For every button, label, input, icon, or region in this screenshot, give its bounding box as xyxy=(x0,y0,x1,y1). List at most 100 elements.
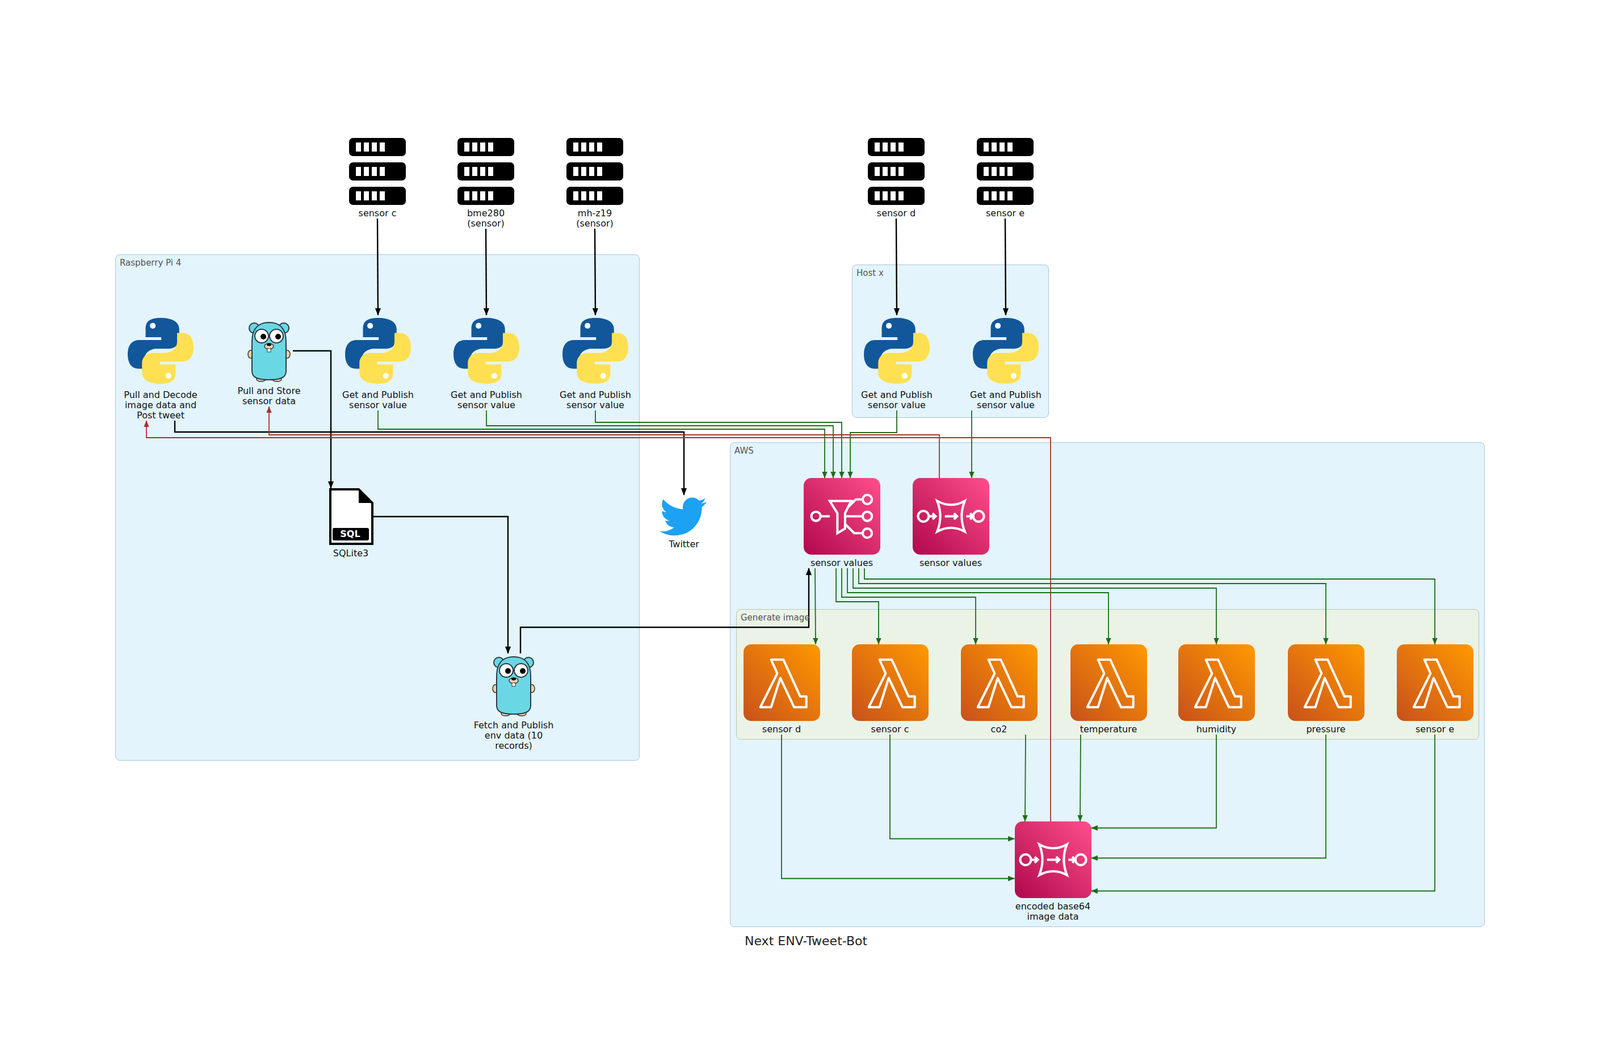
lambda-icon xyxy=(1178,644,1255,721)
connector xyxy=(486,410,834,478)
node-label: sensor e xyxy=(971,208,1040,219)
connector xyxy=(146,420,1051,822)
icon-node: co2 xyxy=(955,644,1043,735)
icon-node: Get and Publish sensor value xyxy=(965,315,1047,411)
cluster-label: AWS xyxy=(730,442,758,459)
cluster-box: Host x Get and Publish sensor value Get an… xyxy=(851,264,1049,418)
connector xyxy=(853,568,1217,645)
cluster-label: Raspberry Pi 4 xyxy=(115,254,186,271)
icon-node: sensor d xyxy=(861,137,931,219)
node-label: SQLite3 xyxy=(316,548,385,559)
connector xyxy=(864,568,1435,645)
connector xyxy=(850,410,897,478)
connector xyxy=(1091,734,1217,829)
connector xyxy=(896,218,897,316)
server-icon xyxy=(457,137,515,205)
connector xyxy=(1080,734,1081,822)
icon-node: sensor e xyxy=(970,137,1040,219)
server-icon xyxy=(976,137,1034,205)
icon-node: Pull and Decode image data and Post twee… xyxy=(117,315,204,421)
connector xyxy=(1025,734,1026,822)
node-label: Fetch and Publish env data (10 records) xyxy=(465,720,562,751)
connector xyxy=(781,734,1015,879)
node-label: co2 xyxy=(956,724,1042,735)
node-label: Twitter xyxy=(649,539,718,550)
node-label: sensor c xyxy=(847,724,933,735)
cluster-label: Host x xyxy=(852,265,888,281)
python-icon xyxy=(969,315,1042,387)
connector xyxy=(520,568,809,654)
icon-node: sensor values xyxy=(904,477,997,569)
cluster-label: Generate image xyxy=(736,609,814,626)
node-label: humidity xyxy=(1173,724,1259,735)
sqs-icon xyxy=(912,477,990,555)
gopher-icon xyxy=(245,318,293,383)
twitter-icon xyxy=(660,494,708,536)
lambda-icon xyxy=(1287,644,1365,721)
gopher-icon xyxy=(489,653,538,717)
python-icon xyxy=(124,315,197,387)
node-label: Get and Publish sensor value xyxy=(555,389,636,411)
connector xyxy=(971,410,973,478)
icon-node: encoded base64 image data xyxy=(1006,821,1099,922)
connector xyxy=(485,228,487,316)
connector xyxy=(836,568,879,645)
icon-node: Get and Publish sensor value xyxy=(337,315,419,411)
icon-node: Fetch and Publish env data (10 records) xyxy=(464,653,563,751)
connector xyxy=(1091,734,1327,859)
icon-node: sensor values xyxy=(795,477,888,569)
lambda-icon xyxy=(1396,644,1474,721)
lambda-icon xyxy=(960,644,1038,721)
icon-node: Get and Publish sensor value xyxy=(555,315,636,411)
node-label: sensor d xyxy=(738,724,825,735)
connector xyxy=(378,410,825,478)
node-label: mh-z19 (sensor) xyxy=(566,208,624,229)
connector xyxy=(377,218,379,316)
connector xyxy=(1091,734,1436,892)
lambda-icon xyxy=(743,644,821,721)
node-label: bme280 (sensor) xyxy=(457,208,515,229)
cluster-box: AWS sensor valuessensor valuesGenerate im… xyxy=(729,442,1485,927)
python-icon xyxy=(559,315,632,387)
node-label: sensor e xyxy=(1392,724,1478,735)
icon-node: sensor c xyxy=(846,644,934,735)
connector xyxy=(847,568,1109,645)
connector xyxy=(174,420,684,495)
icon-node: SQLite3 xyxy=(316,488,386,559)
icon-node: sensor d xyxy=(738,644,825,735)
cluster-box: Generate image sensor d sensor c co2 tempera… xyxy=(736,609,1480,740)
icon-node: Get and Publish sensor value xyxy=(856,315,938,411)
connector xyxy=(1005,218,1006,316)
sqs-icon xyxy=(1014,821,1092,898)
connector xyxy=(815,568,816,645)
connector xyxy=(373,516,508,654)
node-label: sensor d xyxy=(862,208,931,219)
node-label: Pull and Decode image data and Post twee… xyxy=(118,389,204,421)
icon-node: Get and Publish sensor value xyxy=(446,315,527,411)
node-label: Get and Publish sensor value xyxy=(857,389,937,411)
connector xyxy=(595,410,842,478)
lambda-icon xyxy=(851,644,929,721)
server-icon xyxy=(349,137,406,205)
server-icon xyxy=(566,137,624,205)
connector xyxy=(858,568,1326,645)
node-label: Pull and Store sensor data xyxy=(232,385,306,407)
node-label: pressure xyxy=(1283,724,1369,735)
python-icon xyxy=(342,315,414,387)
node-label: Get and Publish sensor value xyxy=(966,389,1046,411)
connector xyxy=(889,734,1015,839)
icon-node: bme280 (sensor) xyxy=(456,137,515,229)
icon-node: pressure xyxy=(1282,644,1369,735)
connector xyxy=(292,350,331,489)
icon-node: Twitter xyxy=(649,494,719,550)
node-label: sensor c xyxy=(343,208,412,219)
connector xyxy=(269,406,940,478)
python-icon xyxy=(450,315,523,387)
node-label: temperature xyxy=(1065,724,1152,735)
cluster-box: Raspberry Pi 4 Pull and Decode image data… xyxy=(115,254,640,761)
python-icon xyxy=(861,315,933,387)
sns-icon xyxy=(803,477,881,555)
server-icon xyxy=(867,137,925,205)
